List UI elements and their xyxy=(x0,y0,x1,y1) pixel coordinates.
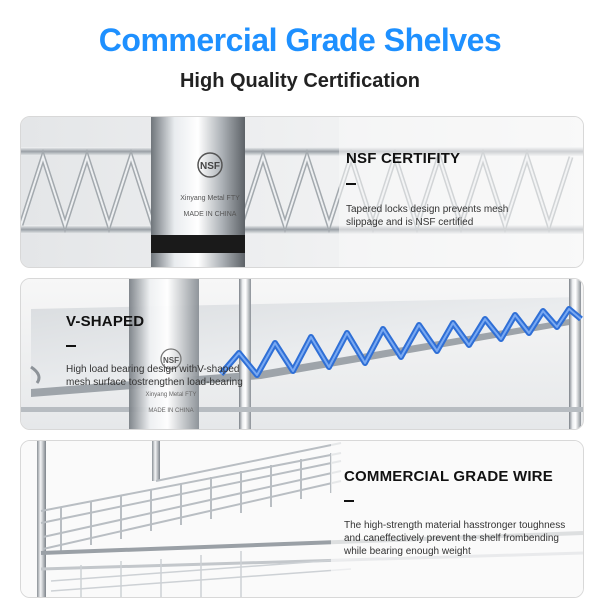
heading-dash xyxy=(344,500,354,502)
feature-panel-v-shaped: NSF Xinyang Metal FTY MADE IN CHINA V-SH… xyxy=(20,278,584,430)
feature-desc-wire: The high-strength material hasstronger t… xyxy=(344,520,566,557)
feature-desc-nsf: Tapered locks design prevents mesh slipp… xyxy=(346,204,509,228)
v-shaped-shelf-illustration: NSF Xinyang Metal FTY MADE IN CHINA xyxy=(21,279,583,429)
page-subtitle: High Quality Certification xyxy=(179,70,421,92)
heading-dash xyxy=(66,345,76,347)
post-origin-text: MADE IN CHINA xyxy=(184,211,237,218)
feature-heading-wire: COMMERCIAL GRADE WIRE xyxy=(344,468,553,485)
feature-heading-v-shaped: V-SHAPED xyxy=(66,313,145,330)
feature-heading-nsf: NSF CERTIFITY xyxy=(346,150,461,167)
feature-desc-v-shaped: High load bearing design withV-shaped me… xyxy=(66,364,243,388)
post-maker-text: Xinyang Metal FTY xyxy=(180,195,240,202)
heading-dash xyxy=(346,183,356,185)
nsf-shelf-illustration: NSF Xinyang Metal FTY MADE IN CHINA xyxy=(21,117,583,267)
post-maker-text-2: Xinyang Metal FTY xyxy=(145,392,196,398)
feature-panel-nsf: NSF Xinyang Metal FTY MADE IN CHINA NSF … xyxy=(20,116,584,268)
post-nsf-logo: NSF xyxy=(200,161,220,172)
feature-panel-wire: COMMERCIAL GRADE WIRE The high-strength … xyxy=(20,440,584,598)
page-title: Commercial Grade Shelves xyxy=(98,22,502,58)
post-origin-text-2: MADE IN CHINA xyxy=(148,408,193,414)
wire-shelf-illustration xyxy=(21,441,583,597)
post-nsf-logo-2: NSF xyxy=(163,356,179,365)
